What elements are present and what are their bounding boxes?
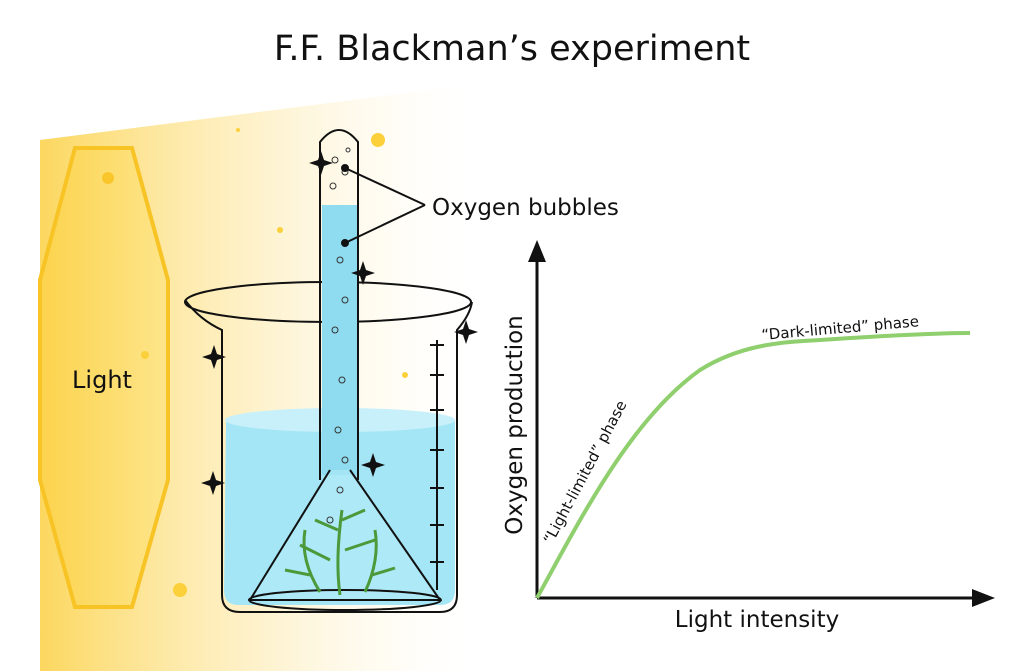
- dust-particles: [102, 128, 408, 597]
- title: F.F. Blackman’s experiment: [274, 29, 750, 69]
- y-axis-label: Oxygen production: [502, 315, 528, 534]
- sparkles: [201, 151, 478, 495]
- oxygen-curve: [535, 331, 971, 599]
- pondweed-plant: [284, 508, 396, 596]
- oxygen-bubbles: [326, 147, 351, 524]
- phase-light-label: “Light-limited” phase: [540, 397, 631, 546]
- light-source: [38, 146, 170, 609]
- bubbles-callout-lines: [341, 164, 426, 247]
- graph-axes: [528, 240, 995, 607]
- beaker-scale-ticks: [430, 344, 444, 563]
- light-label: Light: [72, 366, 132, 394]
- x-axis-label: Light intensity: [675, 607, 839, 633]
- bubbles-label: Oxygen bubbles: [432, 195, 619, 221]
- test-tube: [319, 129, 359, 480]
